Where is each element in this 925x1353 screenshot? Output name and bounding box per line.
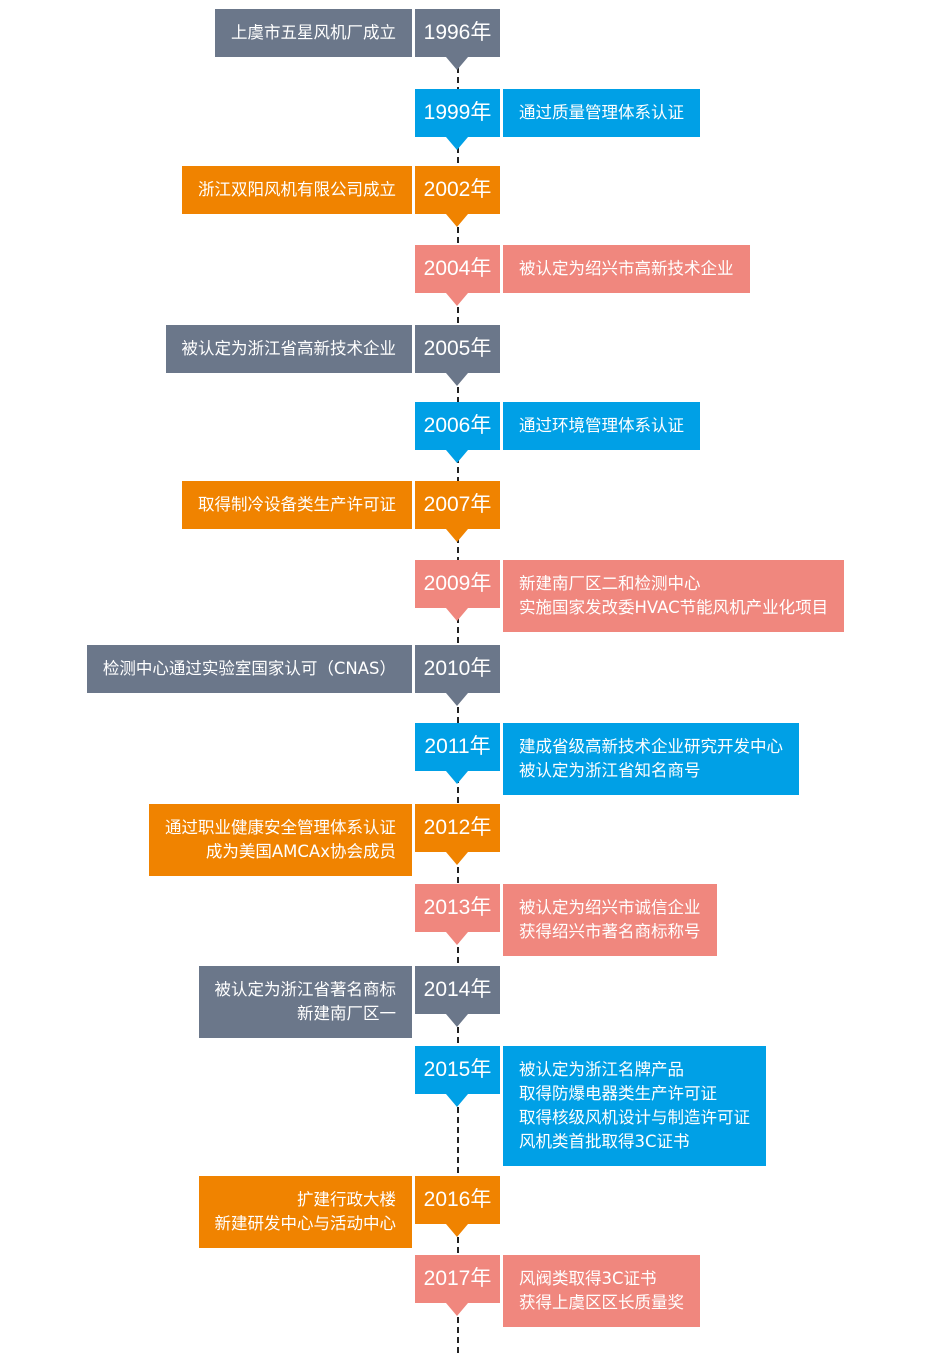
event-line: 上虞市五星风机厂成立 (231, 23, 396, 42)
event-description: 被认定为浙江省高新技术企业 (165, 325, 412, 373)
event-description: 检测中心通过实验室国家认可（CNAS） (86, 645, 412, 693)
year-label: 1996年 (415, 9, 500, 70)
event-line: 被认定为绍兴市高新技术企业 (519, 259, 734, 278)
event-description: 通过环境管理体系认证 (503, 402, 700, 450)
event-line: 取得防爆电器类生产许可证 (519, 1084, 717, 1103)
event-line: 被认定为浙江省高新技术企业 (181, 339, 397, 358)
year-label: 2004年 (415, 245, 500, 306)
event-line: 新建南厂区一 (297, 1004, 396, 1023)
year-label: 2014年 (415, 966, 500, 1027)
event-description: 被认定为浙江省著名商标新建南厂区一 (198, 966, 412, 1038)
event-description: 通过职业健康安全管理体系认证成为美国AMCAx协会成员 (149, 804, 412, 876)
event-description: 取得制冷设备类生产许可证 (182, 481, 412, 529)
year-label: 2012年 (415, 804, 500, 865)
event-line: 获得绍兴市著名商标称号 (519, 922, 701, 941)
event-line: 检测中心通过实验室国家认可（CNAS） (102, 659, 396, 678)
year-label: 2010年 (415, 645, 500, 706)
event-line: 通过质量管理体系认证 (519, 103, 684, 122)
event-description: 被认定为绍兴市诚信企业获得绍兴市著名商标称号 (503, 884, 717, 956)
event-description: 被认定为绍兴市高新技术企业 (503, 245, 750, 293)
event-line: 成为美国AMCAx协会成员 (205, 842, 396, 861)
event-line: 通过职业健康安全管理体系认证 (165, 818, 396, 837)
event-line: 被认定为浙江省知名商号 (519, 761, 701, 780)
event-line: 建成省级高新技术企业研究开发中心 (519, 737, 783, 756)
event-line: 新建研发中心与活动中心 (214, 1214, 397, 1233)
event-line: 实施国家发改委HVAC节能风机产业化项目 (519, 598, 829, 617)
event-line: 被认定为浙江名牌产品 (519, 1060, 684, 1079)
event-line: 风机类首批取得3C证书 (519, 1132, 690, 1151)
year-label: 2011年 (415, 723, 500, 784)
year-label: 2006年 (415, 402, 500, 463)
event-line: 获得上虞区区长质量奖 (519, 1293, 684, 1312)
event-description: 通过质量管理体系认证 (503, 89, 700, 137)
year-label: 2002年 (415, 166, 500, 227)
year-label: 1999年 (415, 89, 500, 150)
event-line: 风阀类取得3C证书 (519, 1269, 657, 1288)
event-description: 上虞市五星风机厂成立 (215, 9, 412, 57)
year-label: 2015年 (415, 1046, 500, 1107)
event-description: 风阀类取得3C证书获得上虞区区长质量奖 (503, 1255, 700, 1327)
event-description: 扩建行政大楼新建研发中心与活动中心 (198, 1176, 412, 1248)
event-description: 浙江双阳风机有限公司成立 (182, 166, 412, 214)
year-label: 2005年 (415, 325, 500, 386)
year-label: 2013年 (415, 884, 500, 945)
event-description: 新建南厂区二和检测中心实施国家发改委HVAC节能风机产业化项目 (503, 560, 845, 632)
event-line: 通过环境管理体系认证 (519, 416, 684, 435)
event-line: 浙江双阳风机有限公司成立 (198, 180, 396, 199)
event-line: 新建南厂区二和检测中心 (519, 574, 701, 593)
year-label: 2017年 (415, 1255, 500, 1316)
year-label: 2007年 (415, 481, 500, 542)
event-line: 被认定为浙江省著名商标 (214, 980, 397, 999)
event-description: 被认定为浙江名牌产品取得防爆电器类生产许可证取得核级风机设计与制造许可证风机类首… (503, 1046, 766, 1166)
year-label: 2016年 (415, 1176, 500, 1237)
event-description: 建成省级高新技术企业研究开发中心被认定为浙江省知名商号 (503, 723, 799, 795)
event-line: 取得制冷设备类生产许可证 (198, 495, 396, 514)
event-line: 被认定为绍兴市诚信企业 (519, 898, 701, 917)
event-line: 取得核级风机设计与制造许可证 (519, 1108, 750, 1127)
year-label: 2009年 (415, 560, 500, 621)
event-line: 扩建行政大楼 (297, 1190, 396, 1209)
